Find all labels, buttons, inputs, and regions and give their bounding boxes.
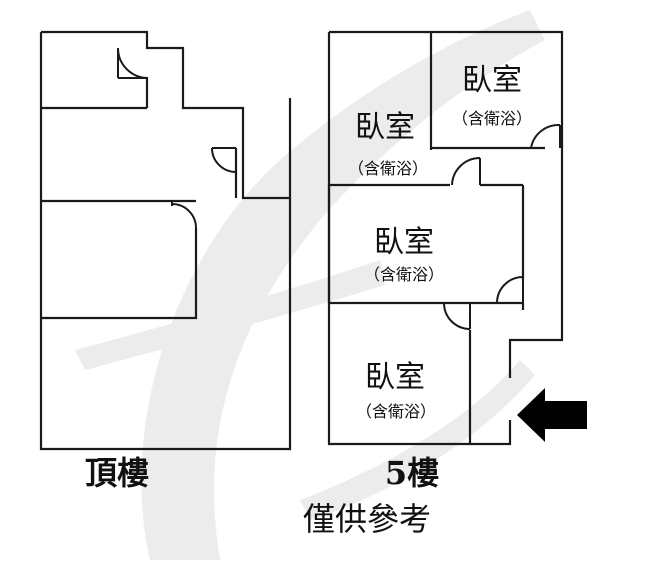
room-label-left-top: 臥室 （含衛浴）	[348, 110, 428, 178]
room-subtitle: （含衛浴）	[348, 159, 428, 178]
room-label-top-right: 臥室 （含衛浴）	[452, 63, 532, 128]
door-swing-icon	[451, 157, 481, 186]
room-name: 臥室	[355, 110, 415, 145]
room-name: 臥室	[365, 360, 425, 395]
floor-label-fifth: 5樓	[385, 454, 439, 492]
door-swing-icon	[171, 201, 197, 229]
room-name: 臥室	[374, 225, 434, 260]
watermark-logo	[75, 10, 546, 560]
fifth-floor-plan	[327, 30, 564, 446]
room-subtitle: （含衛浴）	[452, 109, 532, 128]
door-swing-icon	[117, 47, 149, 79]
room-subtitle: （含衛浴）	[364, 265, 444, 284]
reference-note: 僅供參考	[303, 500, 431, 538]
room-subtitle: （含衛浴）	[356, 402, 436, 421]
room-label-bottom: 臥室 （含衛浴）	[356, 360, 436, 421]
room-label-middle: 臥室 （含衛浴）	[364, 225, 444, 284]
door-swing-icon	[211, 147, 237, 173]
door-swing-icon	[530, 123, 561, 149]
floor-label-roof: 頂樓	[85, 454, 149, 492]
roof-floor-plan	[39, 30, 292, 451]
door-swing-icon	[496, 276, 524, 304]
entry-arrow-icon	[517, 388, 587, 442]
door-swing-icon	[443, 302, 471, 330]
room-name: 臥室	[462, 63, 522, 98]
